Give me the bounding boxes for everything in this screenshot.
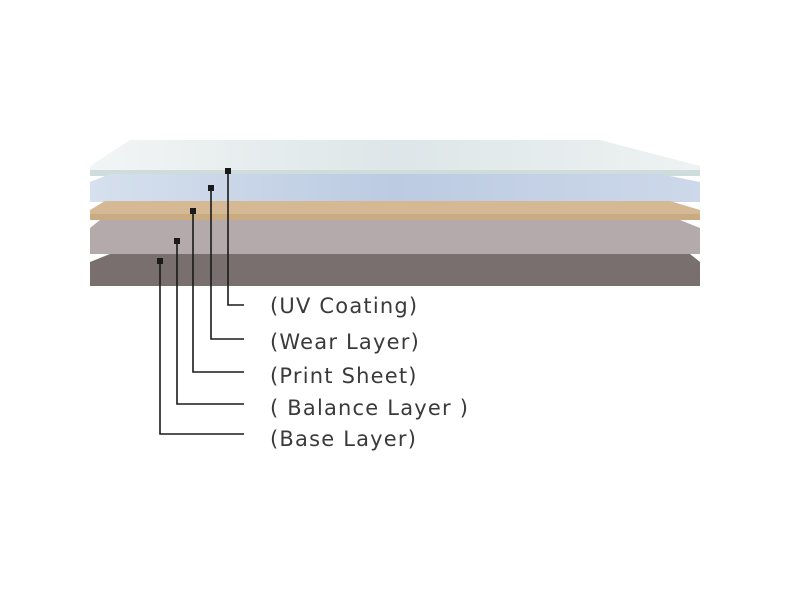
label-uv-coating: (UV Coating) <box>270 294 419 318</box>
label-balance-layer: ( Balance Layer ) <box>270 396 470 420</box>
print-sheet-edge <box>90 214 700 220</box>
leader-line-balance-layer <box>176 242 244 405</box>
leader-line-uv-coating <box>227 172 244 306</box>
leader-dot-balance-layer <box>174 238 180 244</box>
leader-dot-wear-layer <box>208 185 214 191</box>
leader-line-wear-layer <box>210 189 244 340</box>
wear-layer <box>90 174 700 202</box>
balance-layer <box>90 220 700 254</box>
label-wear-layer: (Wear Layer) <box>270 330 420 354</box>
uv-coating-layer <box>90 140 700 176</box>
uv-coating-edge <box>90 170 700 176</box>
leader-line-base-layer <box>159 262 244 435</box>
label-base-layer: (Base Layer) <box>270 427 418 451</box>
base-layer <box>90 254 700 286</box>
leader-dot-uv-coating <box>225 168 231 174</box>
leader-line-print-sheet <box>192 212 244 373</box>
leader-dot-print-sheet <box>190 208 196 214</box>
label-print-sheet: (Print Sheet) <box>270 364 418 388</box>
leader-dot-base-layer <box>157 258 163 264</box>
